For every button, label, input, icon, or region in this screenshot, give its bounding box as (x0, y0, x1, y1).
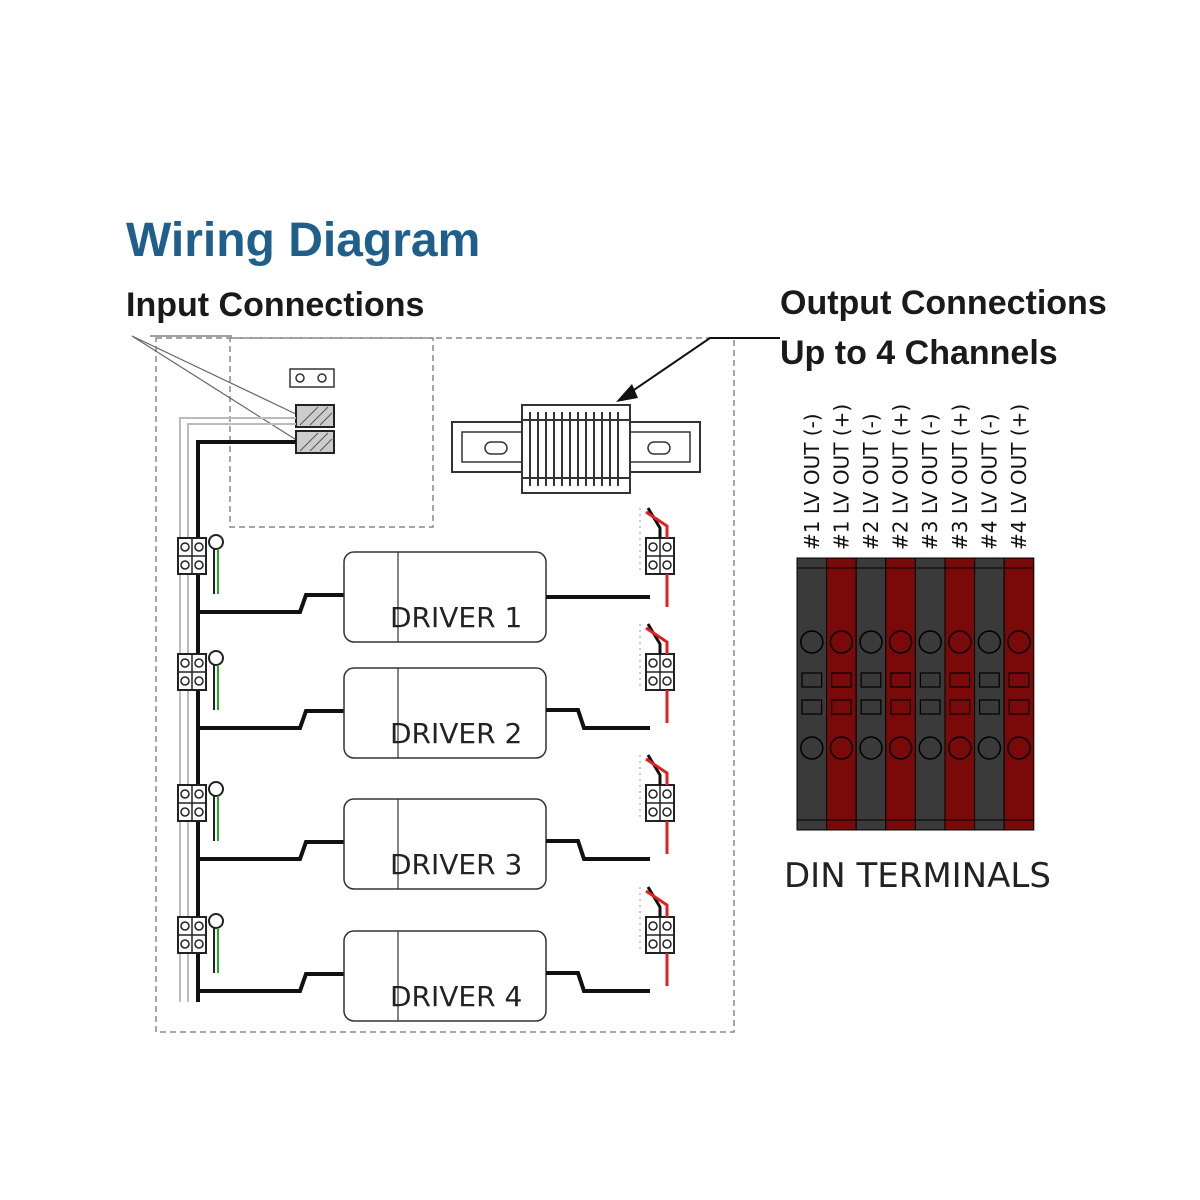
terminal-column-label: #3 LV OUT (-) (918, 413, 942, 550)
din-terminal-8 (1003, 557, 1035, 831)
din-terminal-1 (796, 557, 828, 831)
driver-row-4: DRIVER 4 (177, 886, 675, 1022)
input-connections-label: Input Connections (126, 286, 424, 324)
driver-input-wire (198, 972, 344, 993)
din-terminal-5 (914, 557, 946, 831)
driver-input-wire (198, 709, 344, 730)
din-terminal-2 (826, 557, 857, 831)
output-terminal-block (645, 916, 675, 954)
driver-output-wire (546, 971, 650, 993)
positive-riser-wire (645, 510, 669, 538)
driver-input-wire (198, 840, 344, 861)
input-terminal-block (177, 537, 207, 575)
driver-box (343, 798, 547, 890)
driver-label: DRIVER 4 (390, 980, 522, 1013)
din-rail (451, 404, 701, 494)
positive-riser-wire (645, 626, 669, 654)
driver-output-wire (546, 708, 650, 730)
terminal-column-label: #1 LV OUT (+) (829, 404, 853, 550)
output-terminal-block (645, 537, 675, 575)
positive-riser-wire (645, 757, 669, 785)
ground-lug-icon (208, 650, 224, 666)
negative-riser-wire (646, 623, 662, 654)
terminal-column-label: #2 LV OUT (-) (859, 413, 883, 550)
driver-row-3: DRIVER 3 (177, 754, 675, 890)
input-terminal-block (177, 653, 207, 691)
negative-riser-wire (646, 507, 662, 538)
output-terminal-block (645, 653, 675, 691)
input-pointer-lines (131, 335, 299, 442)
terminal-column-label: #4 LV OUT (-) (977, 413, 1001, 550)
input-terminal-block (177, 916, 207, 954)
terminal-column-label: #1 LV OUT (-) (800, 413, 824, 550)
output-terminal-block (645, 784, 675, 822)
input-terminal-block-small (289, 368, 335, 388)
driver-box (343, 667, 547, 759)
terminal-column-label: #2 LV OUT (+) (889, 404, 913, 550)
enclosure-outline (155, 337, 735, 1033)
diagram-title: Wiring Diagram (126, 214, 480, 267)
negative-riser-wire (646, 754, 662, 785)
ground-lug-icon (208, 534, 224, 550)
din-terminal-7 (974, 557, 1005, 831)
negative-riser-wire (646, 886, 662, 917)
din-terminal-6 (944, 557, 976, 831)
input-feed-wires (179, 417, 296, 1002)
junction-box-outline (229, 337, 434, 528)
driver-label: DRIVER 2 (390, 717, 522, 750)
output-channels-label: Up to 4 Channels (780, 334, 1058, 372)
din-terminal-block (796, 557, 1035, 831)
driver-row-1: DRIVER 1 (177, 507, 675, 643)
output-connections-label: Output Connections (780, 284, 1107, 322)
ground-lug-icon (208, 913, 224, 929)
driver-input-wire (198, 593, 344, 614)
positive-riser-wire (645, 889, 669, 917)
ground-lug-icon (208, 781, 224, 797)
driver-label: DRIVER 1 (390, 601, 522, 634)
driver-label: DRIVER 3 (390, 848, 522, 881)
driver-output-wire (546, 839, 650, 861)
output-pointer-arrow (616, 337, 780, 402)
driver-row-2: DRIVER 2 (177, 623, 675, 759)
din-terminal-3 (855, 557, 887, 831)
din-terminals-label: DIN TERMINALS (784, 856, 1051, 896)
terminal-column-label: #3 LV OUT (+) (948, 404, 972, 550)
terminal-hatching (299, 406, 333, 452)
input-terminal-block (177, 784, 207, 822)
terminal-column-label: #4 LV OUT (+) (1007, 404, 1031, 550)
din-terminal-4 (885, 557, 916, 831)
driver-box (343, 930, 547, 1022)
